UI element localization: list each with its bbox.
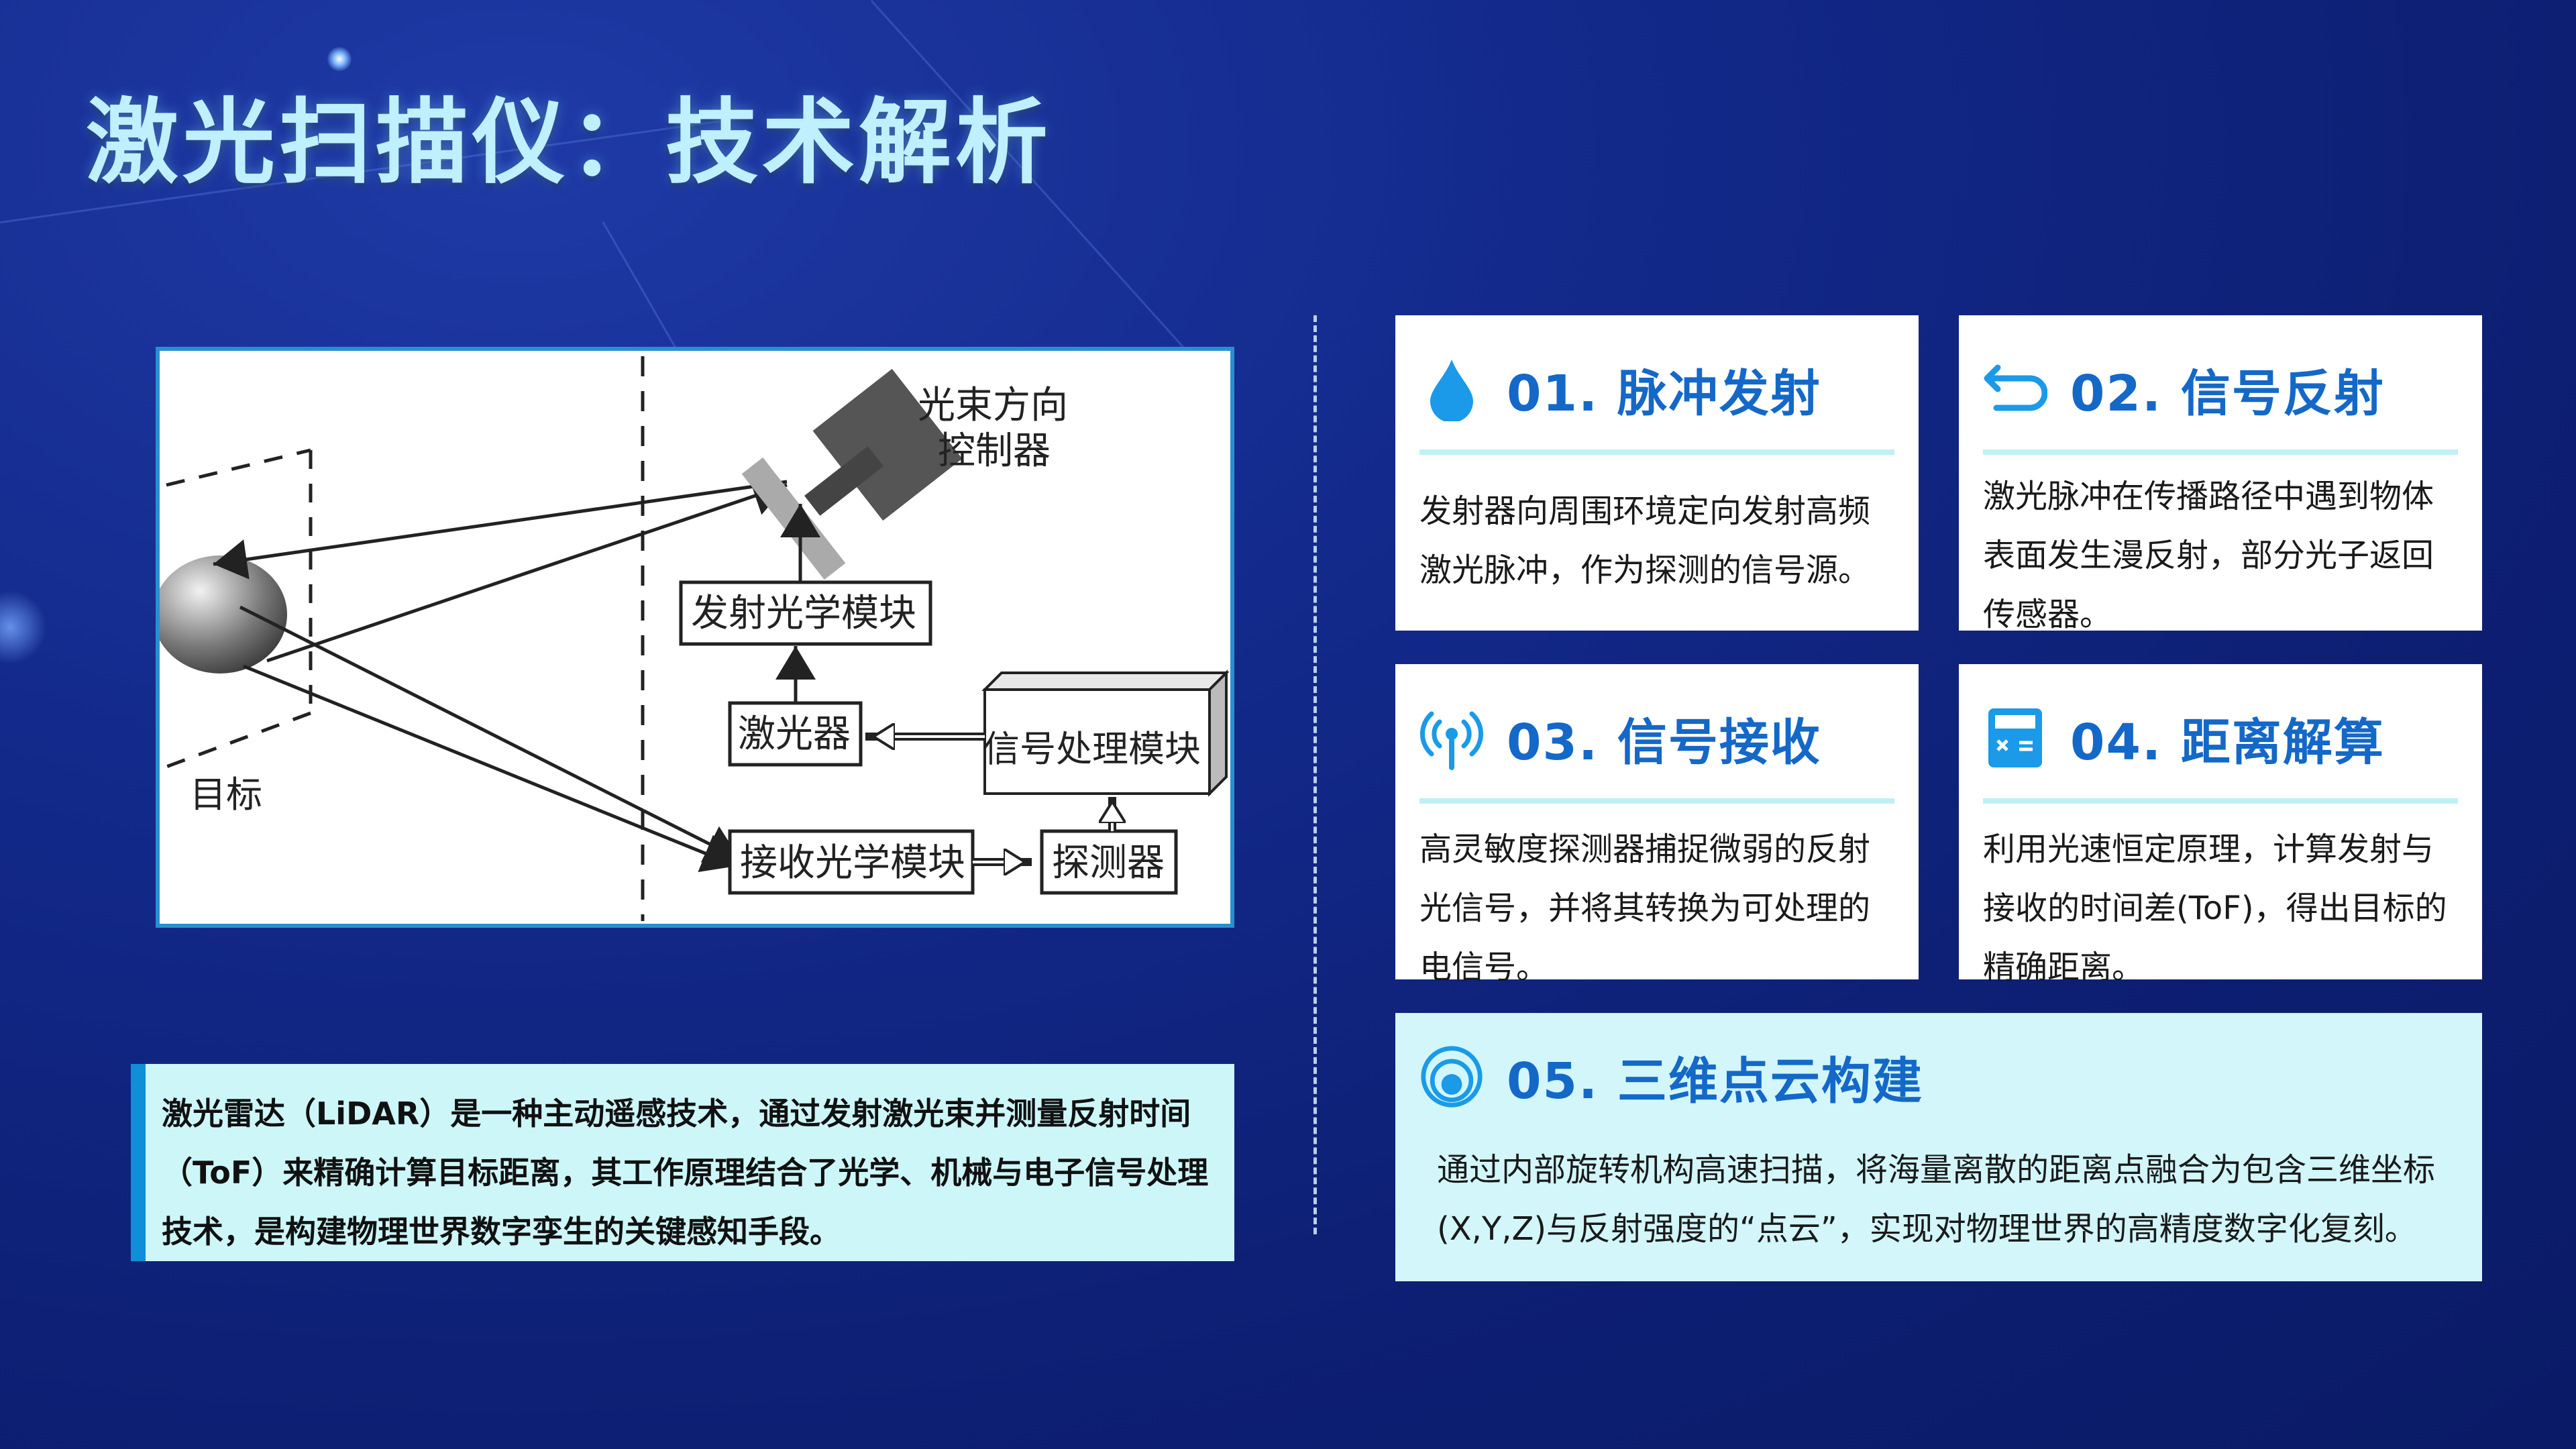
step-card-distance-calculation: 04. 距离解算 利用光速恒定原理，计算发射与接收的时间差(ToF)，得出目标的… [1959, 664, 2482, 986]
target-label: 目标 [190, 773, 262, 816]
card-title: 04. 距离解算 [2070, 713, 2385, 771]
intro-summary: 激光雷达（LiDAR）是一种主动遥感技术，通过发射激光束并测量反射时间（ToF）… [131, 1064, 1234, 1261]
card-description: 利用光速恒定原理，计算发射与接收的时间差(ToF)，得出目标的精确距离。 [1983, 830, 2447, 986]
card-divider [1419, 798, 1894, 804]
target-frame [166, 448, 313, 769]
card-title: 01. 脉冲发射 [1507, 364, 1821, 423]
calculator-icon [1983, 706, 2047, 770]
intro-text: 激光雷达（LiDAR）是一种主动遥感技术，通过发射激光束并测量反射时间（ToF）… [162, 1095, 1209, 1250]
card-description: 激光脉冲在传播路径中遇到物体表面发生漫反射，部分光子返回传感器。 [1983, 478, 2434, 633]
laser-beams [213, 476, 788, 873]
card-title: 03. 信号接收 [1507, 713, 1821, 771]
beam-controller-label: 控制器 [938, 429, 1051, 473]
target-object [160, 555, 287, 674]
detector-label: 探测器 [1052, 841, 1165, 885]
beam-controller-label: 光束方向 [918, 384, 1068, 427]
card-title: 05. 三维点云构建 [1507, 1052, 1923, 1110]
water-drop-icon [1419, 357, 1484, 421]
card-divider [1419, 449, 1894, 455]
laser-label: 激光器 [738, 712, 851, 756]
step-card-signal-reflection: 02. 信号反射 激光脉冲在传播路径中遇到物体表面发生漫反射，部分光子返回传感器… [1959, 315, 2482, 633]
antenna-signal-icon [1419, 706, 1484, 770]
return-arrow-icon [1983, 357, 2047, 421]
receive-optics-label: 接收光学模块 [740, 841, 965, 885]
card-description: 发射器向周围环境定向发射高频激光脉冲，作为探测的信号源。 [1419, 492, 1871, 589]
signal-processing-box [981, 669, 1230, 797]
step-card-signal-reception: 03. 信号接收 高灵敏度探测器捕捉微弱的反射光信号，并将其转换为可处理的电信号… [1395, 664, 1919, 986]
page-title: 激光扫描仪：技术解析 [86, 89, 1053, 197]
card-title: 02. 信号反射 [2070, 364, 2385, 423]
card-divider [1983, 449, 2458, 455]
background-glow [0, 590, 47, 664]
signal-processing-label: 信号处理模块 [983, 728, 1201, 770]
step-card-pulse-emission: 01. 脉冲发射 发射器向周围环境定向发射高频激光脉冲，作为探测的信号源。 [1395, 315, 1919, 631]
lidar-diagram: 光束方向 控制器 发射光学模块 激光器 信号处理模块 接收光学模块 探测器 目标 [156, 347, 1234, 928]
card-divider [1983, 798, 2458, 804]
card-description: 高灵敏度探测器捕捉微弱的反射光信号，并将其转换为可处理的电信号。 [1419, 830, 1871, 986]
vertical-divider [1313, 315, 1317, 1234]
card-description: 通过内部旋转机构高速扫描，将海量离散的距离点融合为包含三维坐标(X,Y,Z)与反… [1437, 1151, 2436, 1248]
emit-optics-label: 发射光学模块 [691, 592, 916, 635]
emit-optics-box [679, 580, 932, 646]
lidar-diagram-svg: 光束方向 控制器 发射光学模块 激光器 信号处理模块 接收光学模块 探测器 目标 [160, 356, 1230, 921]
step-card-point-cloud: 05. 三维点云构建 通过内部旋转机构高速扫描，将海量离散的距离点融合为包含三维… [1395, 1013, 2482, 1281]
radar-rings-icon [1419, 1044, 1484, 1109]
background-glow [327, 47, 352, 71]
detector-box [1040, 829, 1178, 895]
